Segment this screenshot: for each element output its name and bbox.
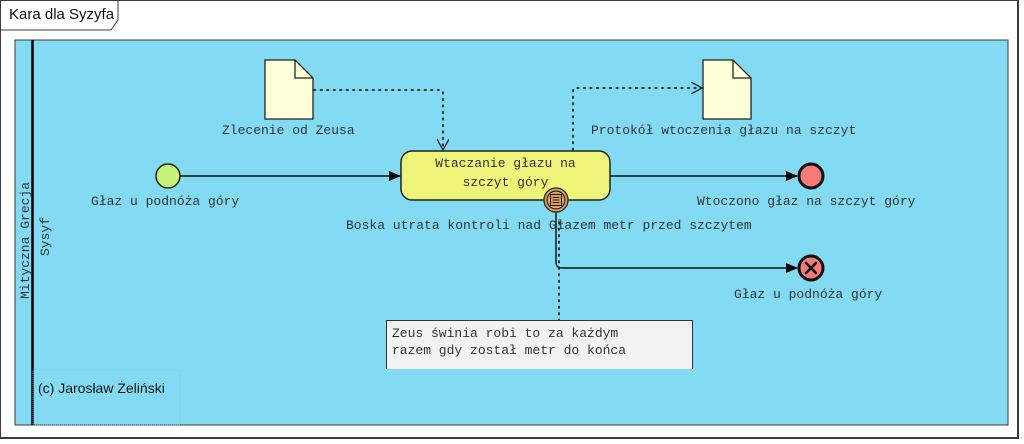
boundary-event-label: Boska utrata kontroli nad Głazem metr pr… — [346, 218, 752, 233]
data-association-input — [313, 89, 443, 150]
end-event-error[interactable] — [797, 254, 825, 282]
annotation-text: Zeus świnia robi to za każdym razem gdy … — [392, 326, 627, 358]
task-label-line-1: Wtaczanie głazu na — [435, 156, 576, 171]
data-input-document[interactable] — [264, 59, 314, 120]
start-event-label: Głaz u podnóża góry — [91, 194, 240, 209]
start-event[interactable] — [155, 163, 181, 189]
pool-label: Mityczna Grecja — [18, 181, 33, 299]
copyright-label: (c) Jarosław Żeliński — [38, 380, 165, 396]
data-output-label: Protokół wtoczenia głazu na szczyt — [591, 123, 857, 138]
text-annotation[interactable]: Zeus świnia robi to za każdym razem gdy … — [386, 320, 693, 369]
copyright-box — [32, 369, 181, 426]
data-association-output — [572, 88, 702, 151]
task-label: Wtaczanie głazu na szczyt góry — [401, 154, 610, 192]
cancel-x-icon — [804, 261, 818, 275]
end-event-error-label: Głaz u podnóża góry — [734, 287, 883, 302]
data-input-label: Zlecenie od Zeusa — [222, 123, 355, 138]
task-label-line-2: szczyt góry — [462, 175, 549, 190]
boundary-event[interactable] — [543, 187, 569, 213]
data-output-document[interactable] — [702, 59, 752, 120]
conditional-icon — [549, 193, 563, 207]
title-tab — [1, 1, 119, 31]
sequence-flow-boundary-to-error-end — [555, 212, 798, 273]
diagram-title: Kara dla Syzyfa — [9, 6, 115, 23]
lane-label: Sysyf — [38, 216, 53, 256]
end-event-success[interactable] — [797, 162, 825, 190]
end-event-success-label: Wtoczono głaz na szczyt góry — [697, 194, 916, 209]
